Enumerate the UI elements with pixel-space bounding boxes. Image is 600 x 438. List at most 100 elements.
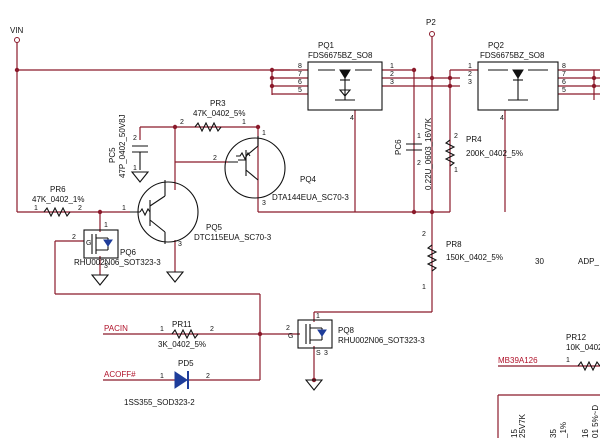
mosfet-icon bbox=[488, 69, 548, 101]
pq4-value: DTA144EUA_SC70-3 bbox=[272, 193, 349, 202]
pc6-ref: PC6 bbox=[394, 139, 403, 155]
component-pr8: PR8 150K_0402_5% 2 1 bbox=[422, 231, 503, 291]
pq1-pin2: 2 bbox=[390, 71, 394, 78]
mosfet-icon bbox=[318, 69, 372, 101]
pr6-ref: PR6 bbox=[50, 185, 66, 194]
pr8-pin1: 1 bbox=[422, 284, 426, 291]
component-pq8: PQ8 RHU002N06_SOT323-3 2 G 1 S 3 bbox=[286, 313, 425, 391]
partial-label-f: 01 5%~D bbox=[591, 405, 600, 438]
component-pr12: PR12 10K_0402 1 bbox=[566, 333, 600, 372]
resistor-icon bbox=[577, 360, 600, 372]
pd5-pin1: 1 bbox=[160, 373, 164, 380]
pq1-pin3: 3 bbox=[390, 79, 394, 86]
pq2-pin2: 2 bbox=[468, 71, 472, 78]
pr8-ref: PR8 bbox=[446, 240, 462, 249]
vin-port-icon bbox=[14, 37, 20, 43]
partial-label-b: 25V7K bbox=[518, 413, 527, 438]
pc5-value: 47P_0402_50V8J bbox=[118, 114, 127, 178]
pr4-ref: PR4 bbox=[466, 135, 482, 144]
pq2-pin6: 6 bbox=[562, 79, 566, 86]
pq4-pin3: 3 bbox=[262, 200, 266, 207]
ground-icon bbox=[130, 171, 150, 183]
npn-transistor-icon bbox=[130, 180, 166, 244]
component-pq2: PQ2 FDS6675BZ_SO8 1 2 3 8 7 6 5 4 bbox=[468, 41, 566, 122]
pq8-pin2: 2 bbox=[286, 325, 290, 332]
component-pr6: PR6 47K_0402_1% 1 2 bbox=[32, 185, 85, 218]
transistor-body bbox=[224, 137, 286, 199]
component-pr3: PR3 47K_0402_5% 2 1 bbox=[180, 99, 246, 133]
partial-label-d: _1% bbox=[559, 422, 568, 438]
partial-label-a: 15 bbox=[510, 429, 519, 438]
pq6-body bbox=[83, 229, 119, 259]
pq8-value: RHU002N06_SOT323-3 bbox=[338, 336, 425, 345]
resistor-icon bbox=[444, 139, 456, 167]
pq1-pin4: 4 bbox=[350, 115, 354, 122]
pc6-value: 0.22U_0603_16V7K bbox=[424, 117, 433, 190]
net-label-mb39a126: MB39A126 bbox=[498, 356, 538, 365]
pr3-pin2: 2 bbox=[180, 119, 184, 126]
pr3-ref: PR3 bbox=[210, 99, 226, 108]
ground-icon bbox=[304, 379, 324, 391]
pr11-pin2: 2 bbox=[210, 326, 214, 333]
pq1-ref: PQ1 bbox=[318, 41, 335, 50]
junctions bbox=[14, 67, 597, 383]
pc5-ref: PC5 bbox=[108, 147, 117, 163]
pq1-pin1: 1 bbox=[390, 63, 394, 70]
pr6-pin1: 1 bbox=[34, 205, 38, 212]
partial-labels: 15 25V7K 35 _1% 16 01 5%~D bbox=[510, 405, 600, 438]
diode-icon bbox=[103, 239, 113, 247]
net-labels: VIN P2 PACIN ACOFF# MB39A126 ADP_ 30 bbox=[10, 18, 599, 379]
pq2-pin4: 4 bbox=[500, 115, 504, 122]
pq2-pin1: 1 bbox=[468, 63, 472, 70]
p2-port-icon bbox=[429, 31, 435, 37]
component-pd5: PD5 1SS355_SOD323-2 1 2 bbox=[124, 359, 210, 407]
component-pq1: PQ1 FDS6675BZ_SO8 8 7 6 5 1 2 3 4 bbox=[298, 41, 394, 122]
pr3-pin1: 1 bbox=[242, 119, 246, 126]
pr11-pin1: 1 bbox=[160, 326, 164, 333]
pq6-pin-g: G bbox=[86, 240, 91, 247]
pq6-pin2: 2 bbox=[72, 234, 76, 241]
pq2-pin8: 8 bbox=[562, 63, 566, 70]
pq2-body bbox=[477, 61, 559, 111]
pr6-pin2: 2 bbox=[78, 205, 82, 212]
component-pc5: 47P_0402_50V8J PC5 2 1 bbox=[108, 114, 150, 183]
net-label-vin: VIN bbox=[10, 26, 24, 35]
pq5-pin1: 1 bbox=[122, 205, 126, 212]
pd5-value: 1SS355_SOD323-2 bbox=[124, 398, 195, 407]
pq6-pin3: 3 bbox=[104, 263, 108, 270]
pq8-pin1: 1 bbox=[316, 313, 320, 320]
resistor-icon bbox=[43, 206, 71, 218]
pr3-value: 47K_0402_5% bbox=[193, 109, 246, 118]
pq8-ref: PQ8 bbox=[338, 326, 355, 335]
pq2-ref: PQ2 bbox=[488, 41, 505, 50]
pq4-ref: PQ4 bbox=[300, 175, 317, 184]
net-label-p2: P2 bbox=[426, 18, 436, 27]
pd5-pin2: 2 bbox=[206, 373, 210, 380]
pc6-pin1: 1 bbox=[417, 133, 421, 140]
pq2-pin7: 7 bbox=[562, 71, 566, 78]
pq6-pin1: 1 bbox=[104, 222, 108, 229]
pq1-value: FDS6675BZ_SO8 bbox=[308, 51, 373, 60]
pq1-pin8: 8 bbox=[298, 63, 302, 70]
pq8-pin3: 3 bbox=[324, 350, 328, 357]
resistor-icon bbox=[194, 121, 222, 133]
component-pq6: PQ6 RHU002N06_SOT323-3 2 1 3 G bbox=[72, 222, 161, 286]
net-label-adp: ADP_ bbox=[578, 257, 599, 266]
pq1-pin6: 6 bbox=[298, 79, 302, 86]
pq5-pin3: 3 bbox=[178, 241, 182, 248]
pq8-pin-g: G bbox=[288, 333, 293, 340]
pq8-pin-s: S bbox=[316, 350, 321, 357]
pr4-pin2: 2 bbox=[454, 133, 458, 140]
component-pr4: PR4 200K_0402_5% 2 1 bbox=[444, 133, 523, 174]
pr6-value: 47K_0402_1% bbox=[32, 195, 85, 204]
wires bbox=[16, 37, 600, 438]
ground-icon bbox=[165, 271, 185, 283]
pq8-body bbox=[297, 319, 333, 349]
component-pr11: PR11 3K_0402_5% 1 2 bbox=[158, 320, 214, 349]
pnp-transistor-icon bbox=[228, 136, 259, 181]
pq4-pin2: 2 bbox=[213, 155, 217, 162]
net-label-pacin: PACIN bbox=[104, 324, 128, 333]
net-label-acoff: ACOFF# bbox=[104, 370, 136, 379]
pq2-value: FDS6675BZ_SO8 bbox=[480, 51, 545, 60]
